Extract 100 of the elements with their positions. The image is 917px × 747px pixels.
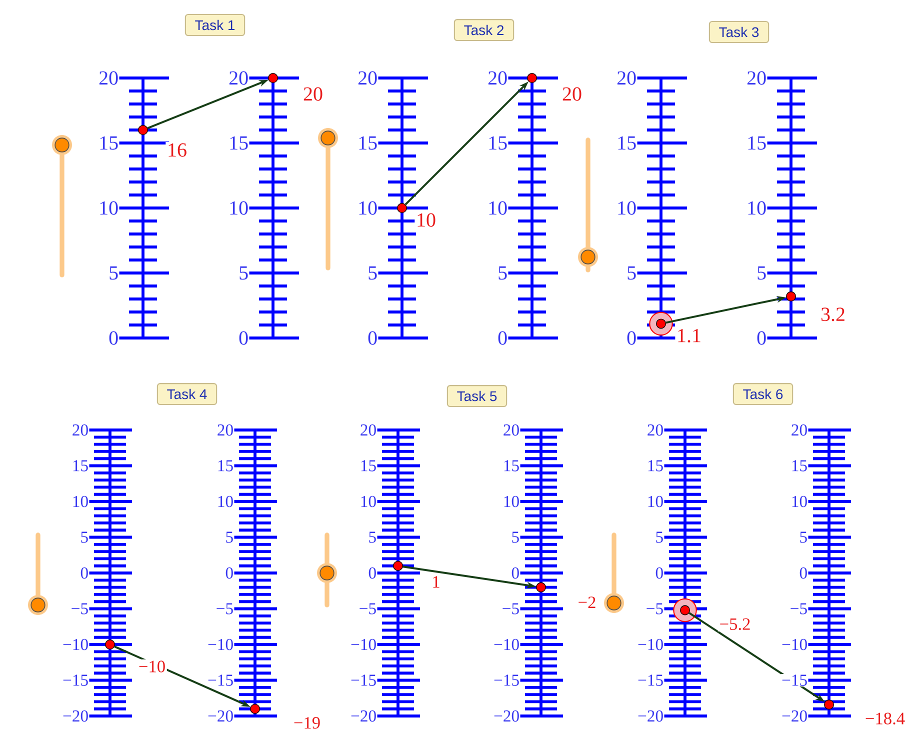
tick-label: 20 — [502, 424, 520, 436]
tick-label: 5 — [756, 266, 768, 280]
point — [824, 700, 834, 710]
tick-label: 15 — [616, 136, 638, 150]
tick-label: 0 — [80, 566, 90, 580]
tick-label: 15 — [216, 460, 234, 472]
tick-label: 20 — [646, 424, 664, 436]
tick-label: 15 — [228, 136, 250, 150]
point — [393, 560, 403, 571]
tick-label: 20 — [486, 70, 508, 86]
tick-label: 0 — [366, 330, 378, 346]
tick-label: 0 — [224, 566, 234, 580]
value-label: 20 — [560, 86, 584, 102]
tick-label: −15 — [350, 674, 378, 686]
value-label: 16 — [166, 142, 188, 158]
tick-label: 5 — [654, 531, 664, 544]
tick-label: −20 — [206, 710, 234, 722]
tick-label: 10 — [646, 495, 664, 508]
point — [536, 582, 546, 592]
tick-label: 0 — [798, 566, 808, 580]
tick-label: 0 — [756, 330, 768, 346]
tick-label: 15 — [98, 136, 120, 150]
tick-label: −5 — [70, 602, 90, 615]
tick-label: 5 — [224, 531, 234, 544]
tick-label: 20 — [98, 70, 120, 86]
tick-label: −10 — [350, 638, 378, 651]
value-label: 1 — [430, 574, 442, 589]
title-box: Task 1 — [184, 14, 246, 36]
tick-label: 15 — [746, 136, 768, 150]
tick-label: 5 — [798, 531, 808, 544]
tick-label: −15 — [206, 674, 234, 686]
value-label: 10 — [414, 212, 438, 228]
tick-label: −5 — [358, 602, 378, 615]
tick-label: 10 — [98, 200, 120, 216]
point — [138, 125, 148, 135]
tick-label: 10 — [502, 495, 520, 508]
tick-label: 10 — [486, 200, 508, 216]
tick-label: 10 — [359, 495, 378, 508]
tick-label: 15 — [502, 460, 520, 472]
tick-label: 10 — [216, 495, 234, 508]
tick-label: 20 — [228, 70, 250, 86]
point — [649, 312, 673, 336]
tick-label: 5 — [368, 531, 378, 544]
tick-label: 5 — [80, 531, 90, 544]
tick-label: 0 — [626, 330, 638, 346]
tick-label: −15 — [780, 674, 808, 686]
tick-label: 15 — [486, 136, 508, 150]
tick-label: 10 — [790, 495, 808, 508]
title-box: Task 3 — [708, 21, 770, 43]
point — [105, 640, 115, 650]
tick-label: 20 — [790, 424, 808, 436]
tick-label: 5 — [238, 266, 250, 280]
tick-label: 15 — [646, 460, 664, 472]
tick-label: −15 — [62, 674, 90, 686]
tick-label: −20 — [492, 710, 520, 722]
tick-label: 10 — [71, 495, 90, 508]
tick-label: 0 — [368, 566, 378, 580]
value-label: −19 — [292, 716, 322, 730]
tick-label: 5 — [626, 266, 638, 280]
value-label: 1.1 — [675, 328, 703, 344]
point — [527, 73, 537, 83]
tick-label: −5 — [789, 602, 808, 615]
tick-label: 20 — [746, 70, 768, 86]
tick-label: 5 — [496, 266, 508, 280]
tick-label: −20 — [62, 710, 90, 722]
title-box: Task 6 — [732, 383, 794, 406]
tick-label: 0 — [654, 566, 664, 580]
value-label: 3.2 — [819, 306, 847, 322]
tick-label: 15 — [790, 460, 808, 472]
tick-label: 10 — [616, 200, 638, 216]
tick-label: −20 — [780, 710, 808, 722]
tick-label: 20 — [216, 424, 234, 436]
tick-label: −5 — [215, 602, 234, 615]
tick-label: 10 — [356, 200, 378, 216]
tick-label: −15 — [492, 674, 520, 686]
point — [250, 704, 260, 714]
tick-label: −10 — [492, 638, 520, 651]
tick-label: −5 — [645, 602, 664, 615]
tick-label: 5 — [510, 531, 520, 544]
tick-label: 20 — [356, 70, 378, 86]
tick-label: −10 — [206, 638, 234, 651]
point — [673, 598, 697, 622]
tick-label: −20 — [636, 710, 664, 722]
value-label: −10 — [137, 659, 167, 674]
tick-label: 0 — [510, 566, 520, 580]
point — [397, 203, 407, 213]
value-label: 20 — [302, 86, 324, 102]
tick-label: 0 — [496, 330, 508, 346]
tick-label: 20 — [359, 424, 378, 436]
point — [268, 73, 278, 83]
tick-label: 15 — [356, 136, 378, 150]
tick-label: 10 — [746, 200, 768, 216]
tick-label: 0 — [108, 330, 120, 346]
value-label: −2 — [576, 595, 598, 610]
title-box: Task 4 — [156, 383, 218, 406]
tick-label: −15 — [636, 674, 664, 686]
tick-label: 15 — [359, 460, 378, 472]
tick-label: 5 — [108, 266, 120, 280]
value-label: −5.2 — [718, 617, 752, 632]
tick-label: 5 — [366, 266, 378, 280]
